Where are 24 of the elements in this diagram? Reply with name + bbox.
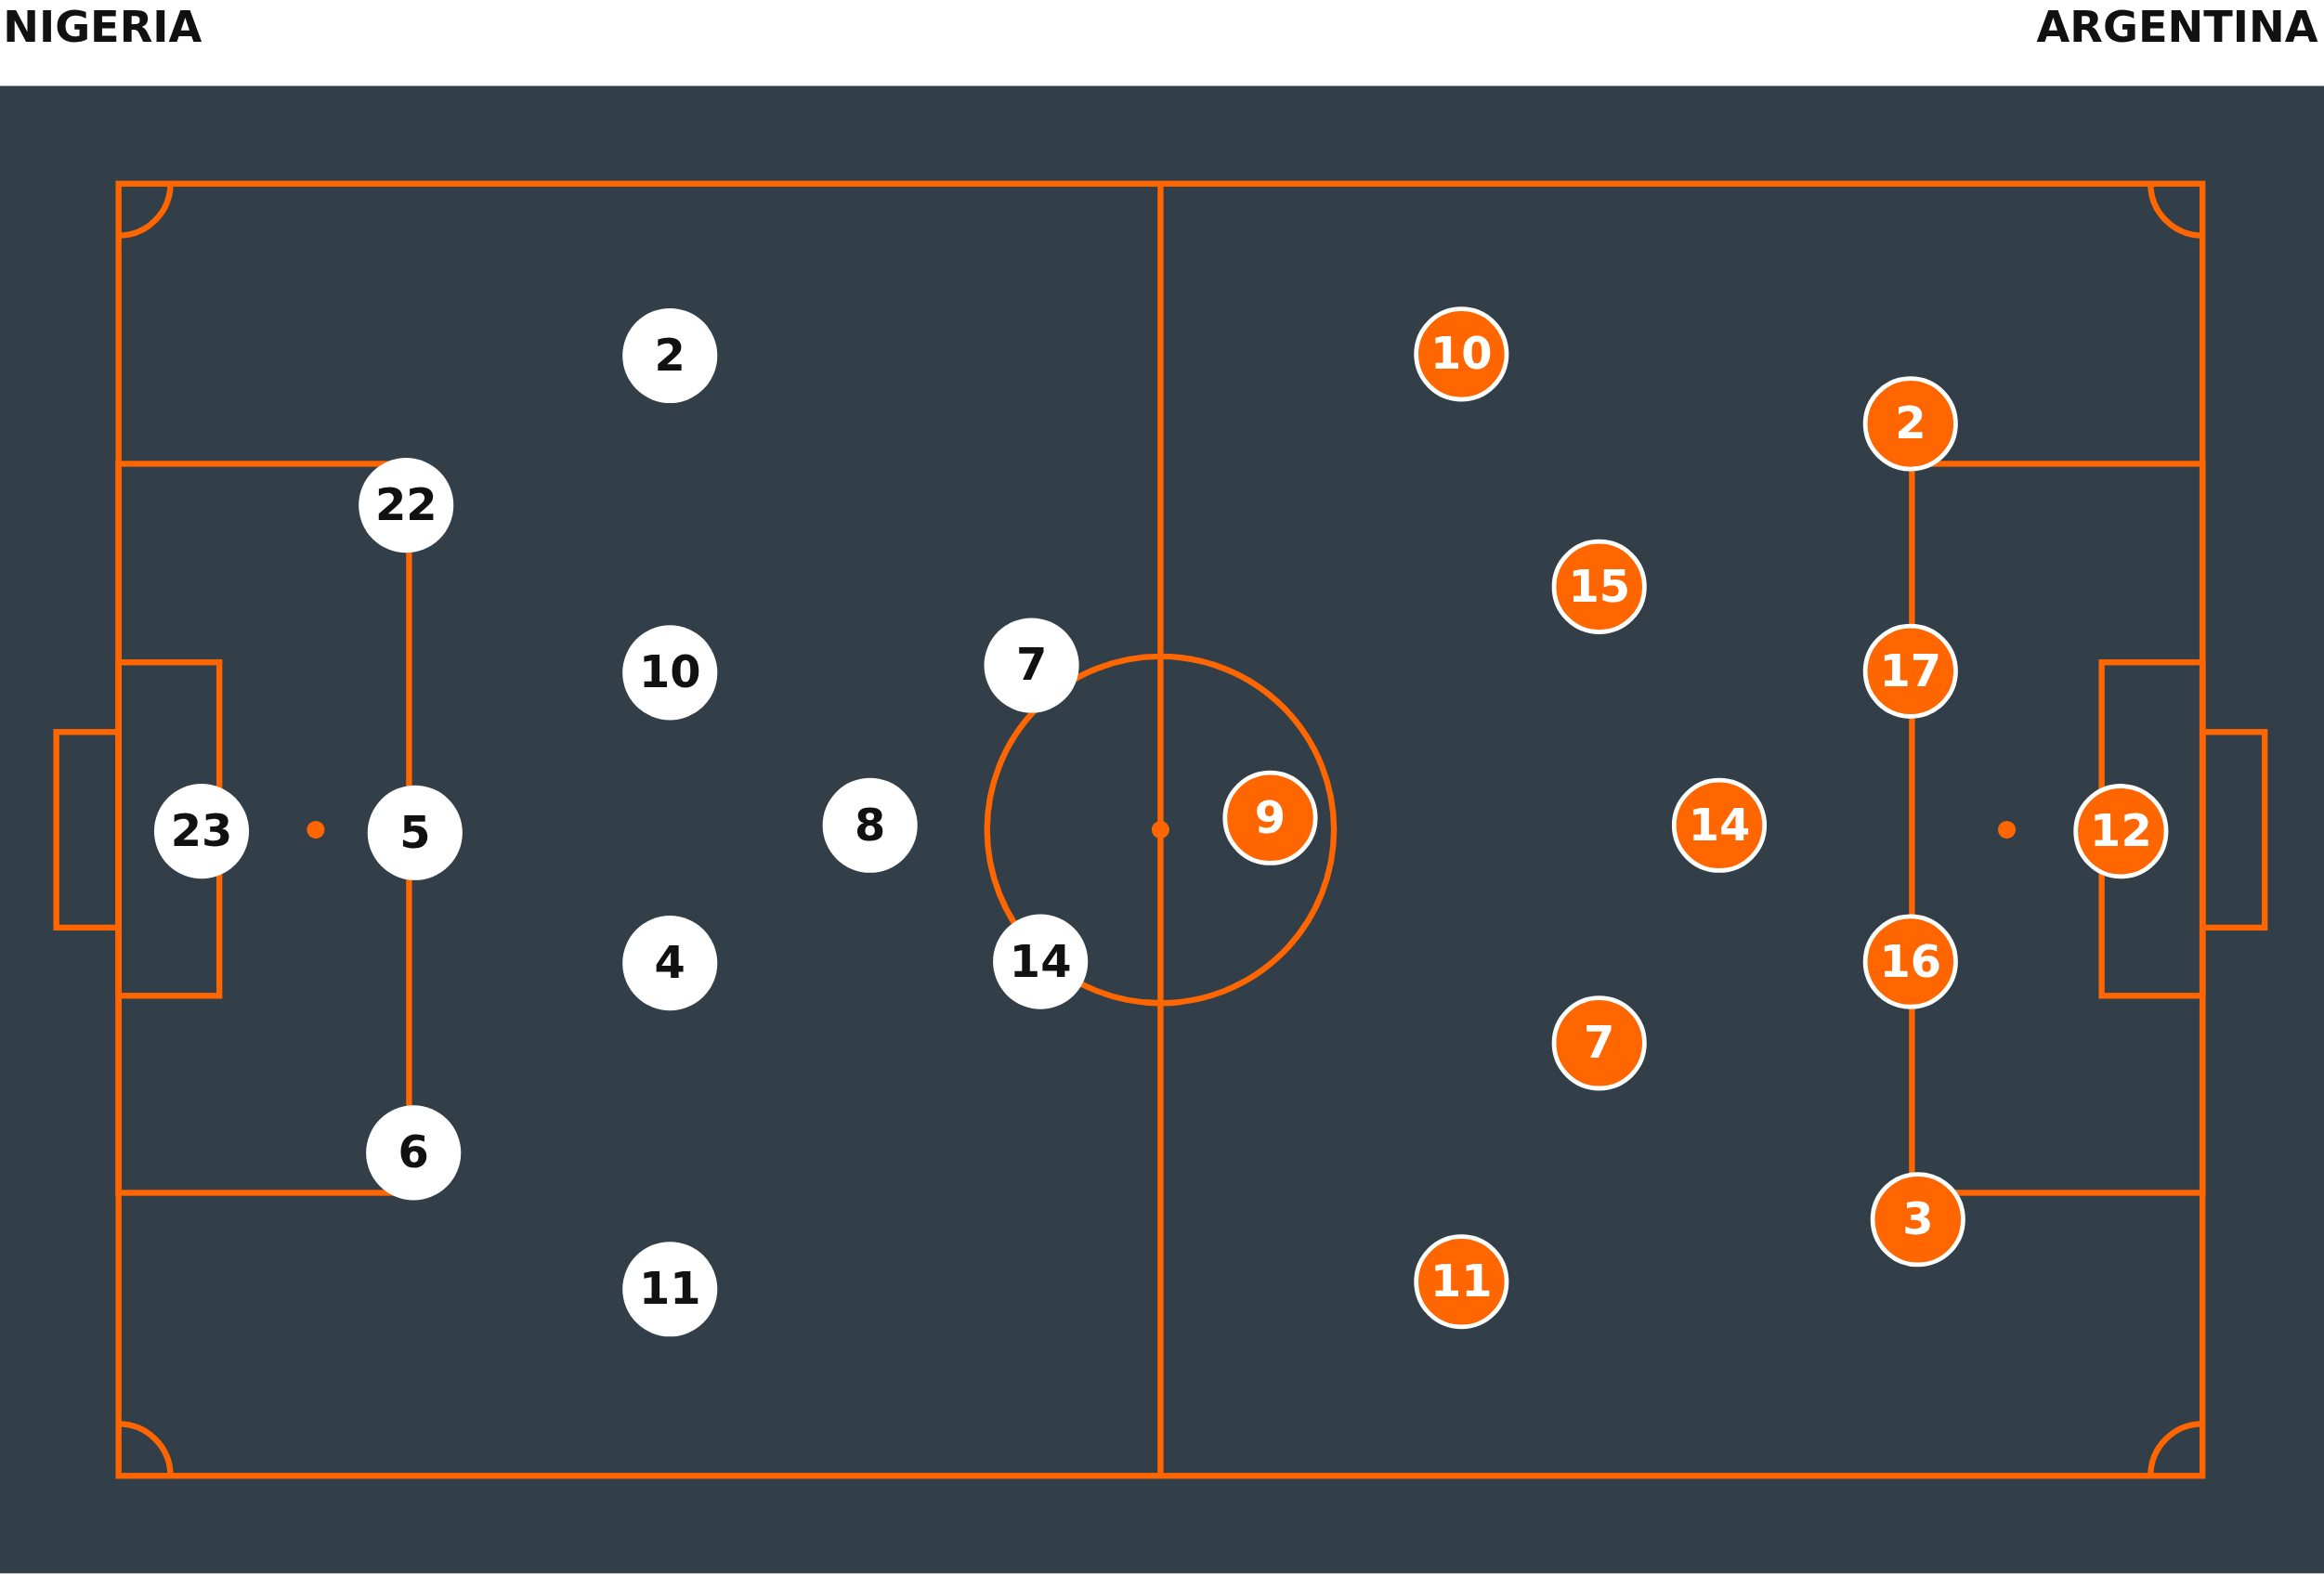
jersey-number: 4 <box>654 939 685 987</box>
jersey-number: 3 <box>1902 1195 1934 1243</box>
jersey-number: 5 <box>399 809 431 857</box>
jersey-number: 14 <box>1688 801 1751 850</box>
jersey-number: 9 <box>1254 794 1286 842</box>
jersey-number: 2 <box>654 332 685 380</box>
jersey-number: 16 <box>1879 938 1942 986</box>
jersey-number: 12 <box>2090 807 2152 855</box>
jersey-number: 17 <box>1879 647 1942 696</box>
team-name: ARGENTINA <box>2036 0 2318 54</box>
jersey-number: 2 <box>1895 399 1926 448</box>
jersey-number: 10 <box>1430 330 1493 378</box>
jersey-number: 22 <box>374 481 437 529</box>
jersey-number: 11 <box>638 1265 701 1313</box>
jersey-number: 14 <box>1009 938 1072 986</box>
jersey-number: 7 <box>1584 1019 1615 1067</box>
jersey-number: 8 <box>855 801 886 850</box>
jersey-number: 23 <box>170 807 233 855</box>
jersey-number: 15 <box>1568 563 1631 611</box>
jersey-number: 7 <box>1015 641 1048 689</box>
jersey-number: 10 <box>638 648 701 696</box>
team-name: NIGERIA <box>3 0 202 54</box>
jersey-number: 11 <box>1430 1257 1493 1306</box>
jersey-number: 6 <box>398 1128 429 1177</box>
